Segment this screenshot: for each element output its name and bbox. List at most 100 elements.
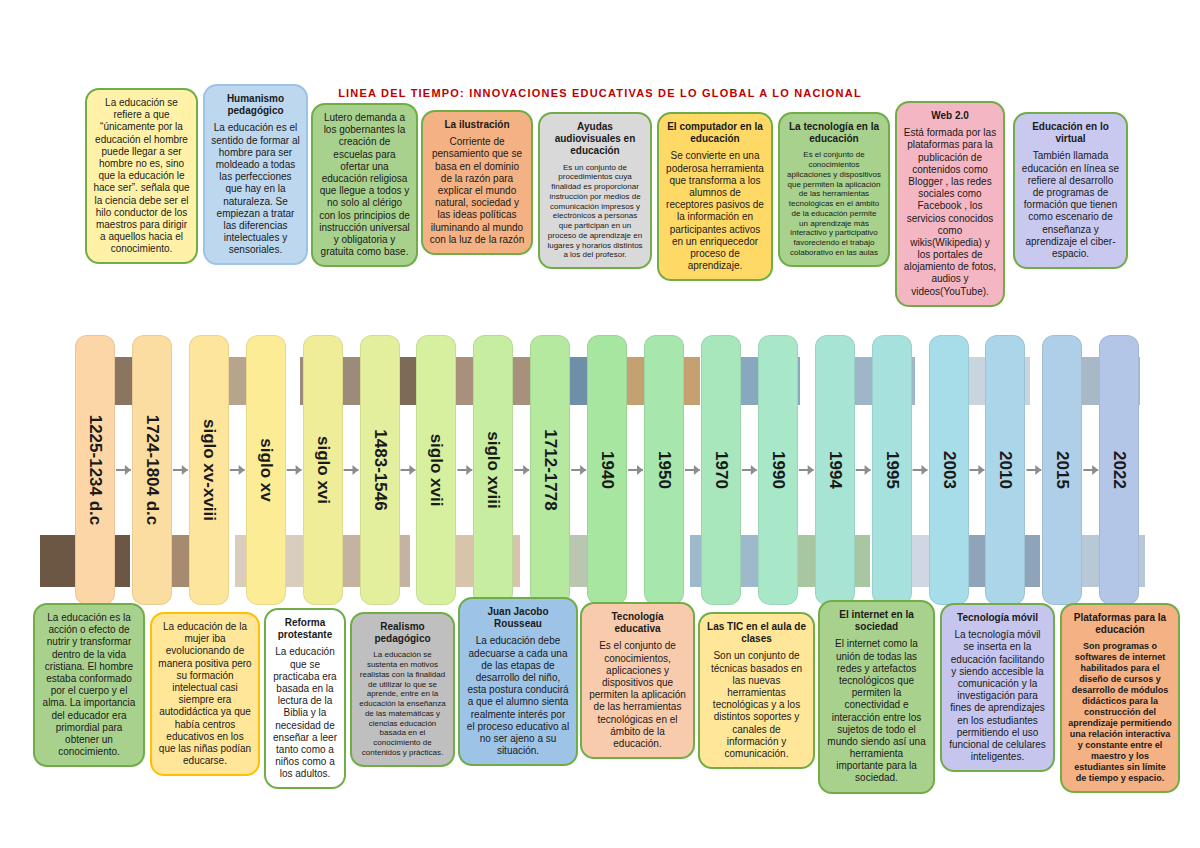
timeline-bar: siglo xv: [246, 335, 286, 605]
date-label: siglo xvii: [427, 345, 446, 595]
date-label: 1940: [598, 345, 617, 595]
timeline-bar: 1940: [587, 335, 627, 605]
date-label: siglo xv-xviii: [199, 345, 218, 595]
card-body: La educación es la acción o efecto de nu…: [41, 612, 137, 758]
timeline-bar: 1995: [872, 335, 912, 605]
timeline-arrow: [628, 465, 643, 475]
card-heading: El computador en la educación: [665, 121, 765, 145]
timeline-arrow: [287, 465, 302, 475]
timeline-arrow: [173, 465, 188, 475]
timeline-bar: 1994: [815, 335, 855, 605]
info-card: Juan Jacobo Rousseau La educación debe ad…: [458, 597, 578, 766]
card-body: Se convierte en una poderosa herramienta…: [665, 150, 765, 272]
timeline-bar: 1712-1778: [530, 335, 570, 605]
date-label: siglo xvi: [313, 345, 332, 595]
timeline-bar: 2003: [929, 335, 969, 605]
card-heading: Realismo pedagógico: [358, 621, 447, 645]
date-label: 2010: [996, 345, 1015, 595]
timeline-bar: siglo xviii: [473, 335, 513, 605]
card-body: La educación se refiere a que “únicament…: [93, 97, 190, 255]
card-heading: Educación en lo virtual: [1021, 121, 1120, 145]
timeline-bar: 2010: [985, 335, 1025, 605]
diagram-title: LINEA DEL TIEMPO: INNOVACIONES EDUCATIVA…: [300, 87, 900, 99]
timeline-bar: 1724-1804 d.c: [132, 335, 172, 605]
timeline-arrow: [913, 465, 928, 475]
card-heading: Tecnología móvil: [948, 612, 1047, 624]
timeline-arrow: [856, 465, 871, 475]
card-heading: La tecnología en la educación: [786, 121, 882, 145]
date-label: siglo xv: [256, 345, 275, 595]
info-card: La educación se refiere a que “únicament…: [85, 88, 198, 264]
info-card: La tecnología en la educación Es el conju…: [778, 112, 890, 267]
date-label: 2003: [939, 345, 958, 595]
timeline-bar: 1990: [758, 335, 798, 605]
timeline-bar: 1483-1546: [360, 335, 400, 605]
card-body: También llamada educación en línea se re…: [1021, 150, 1120, 260]
timeline-arrow: [799, 465, 814, 475]
card-body: Es el conjunto de conocimientos, aplicac…: [588, 640, 687, 750]
date-label: 2015: [1053, 345, 1072, 595]
date-label: 2022: [1110, 345, 1129, 595]
info-card: La educación es la acción o efecto de nu…: [33, 603, 145, 767]
card-body: La educación es el sentido de formar al …: [211, 122, 300, 256]
card-body: Es el conjunto de conocimientos aplicaci…: [786, 150, 882, 257]
card-body: La educación de la mujer iba evolucionan…: [158, 621, 252, 767]
card-heading: Plataformas para la educación: [1068, 612, 1172, 636]
info-card: El internet en la sociedad El internet co…: [818, 600, 935, 794]
timeline-arrow: [685, 465, 700, 475]
timeline-arrow: [116, 465, 131, 475]
timeline-bar: 2015: [1042, 335, 1082, 605]
date-label: 1483-1546: [370, 345, 389, 595]
card-body: Corriente de pensamiento que se basa en …: [429, 136, 525, 246]
info-card: Ayudas audiovisuales en educación Es un c…: [538, 112, 652, 269]
date-label: 1990: [768, 345, 787, 595]
card-body: Lutero demanda a los gobernantes la crea…: [319, 112, 410, 258]
timeline-bar: siglo xvi: [303, 335, 343, 605]
date-label: 1995: [882, 345, 901, 595]
card-heading: Web 2.0: [903, 110, 997, 122]
timeline-arrow: [230, 465, 245, 475]
date-label: 1225-1234 d.c: [86, 345, 105, 595]
timeline-bar: 1225-1234 d.c: [75, 335, 115, 605]
timeline-bar: siglo xv-xviii: [189, 335, 229, 605]
date-label: 1712-1778: [541, 345, 560, 595]
date-label: 1994: [825, 345, 844, 595]
info-card: Reforma protestante La educación que se p…: [264, 608, 346, 789]
timeline-arrow: [1083, 465, 1098, 475]
info-card: Educación en lo virtualTambién llamada e…: [1013, 112, 1128, 269]
timeline-bar: 2022: [1099, 335, 1139, 605]
info-card: Lutero demanda a los gobernantes la crea…: [311, 103, 418, 267]
info-card: Tecnología educativa Es el conjunto de co…: [580, 602, 695, 759]
card-heading: Humanismo pedagógico: [211, 93, 300, 117]
info-card: Humanismo pedagógico La educación es el s…: [203, 84, 308, 265]
card-heading: Las TIC en el aula de clases: [706, 621, 807, 645]
card-heading: Juan Jacobo Rousseau: [466, 606, 570, 630]
timeline-arrow: [401, 465, 416, 475]
info-card: La educación de la mujer iba evolucionan…: [150, 612, 260, 776]
card-body: La educación debe adecuarse a cada una d…: [466, 635, 570, 757]
card-heading: Ayudas audiovisuales en educación: [546, 121, 644, 158]
card-body: Está formada por las plataformas para la…: [903, 127, 997, 298]
card-body: Son programas o softwares de internet ha…: [1068, 641, 1172, 784]
timeline-arrow: [571, 465, 586, 475]
card-body: La educación se sustenta en motivos real…: [358, 650, 447, 757]
card-body: La educación que se practicaba era basad…: [272, 646, 338, 780]
card-heading: Reforma protestante: [272, 617, 338, 641]
date-label: 1950: [655, 345, 674, 595]
date-label: 1724-1804 d.c: [143, 345, 162, 595]
card-heading: El internet en la sociedad: [826, 609, 927, 633]
date-label: siglo xviii: [484, 345, 503, 595]
timeline-bar: 1950: [644, 335, 684, 605]
card-body: El internet como la unión de todas las r…: [826, 638, 927, 784]
info-card: Tecnología móvil La tecnología móvil se i…: [940, 603, 1055, 772]
card-heading: Tecnología educativa: [588, 611, 687, 635]
info-card: El computador en la educación Se conviert…: [657, 112, 773, 281]
timeline-bar: siglo xvii: [416, 335, 456, 605]
card-body: Es un conjunto de procedimientos cuya fi…: [546, 163, 644, 261]
timeline-arrow: [344, 465, 359, 475]
timeline-arrow: [742, 465, 757, 475]
info-card: Las TIC en el aula de clasesSon un conju…: [698, 612, 815, 769]
card-body: La tecnología móvil se inserta en la edu…: [948, 629, 1047, 763]
info-card: La ilustraciónCorriente de pensamiento q…: [421, 110, 533, 255]
